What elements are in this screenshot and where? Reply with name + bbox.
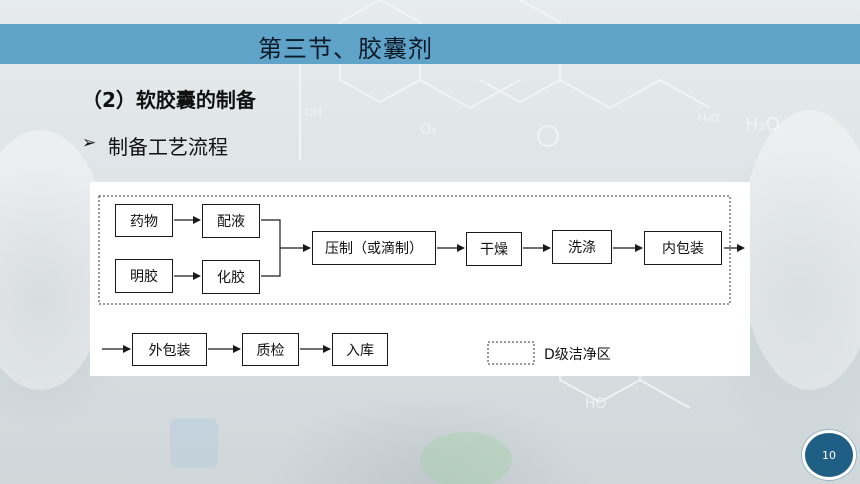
node-melt-gelatin: 化胶 — [202, 260, 260, 294]
node-drug: 药物 — [115, 204, 173, 237]
node-inner-pack: 内包装 — [644, 231, 722, 265]
node-press: 压制（或滴制） — [312, 231, 436, 265]
legend-swatch — [487, 341, 535, 365]
svg-text:H₂O: H₂O — [698, 112, 720, 125]
svg-text:HO: HO — [585, 396, 607, 412]
page-number-badge: 10 — [802, 430, 856, 480]
node-prep-liquid: 配液 — [202, 204, 260, 238]
node-gelatin: 明胶 — [115, 259, 173, 293]
arrow-bullet-icon: ➢ — [82, 133, 97, 153]
section-subheading: （2）软胶囊的制备 — [82, 88, 256, 112]
flow-connectors — [98, 195, 745, 365]
node-dry: 干燥 — [466, 232, 522, 266]
legend-label: D级洁净区 — [544, 347, 611, 363]
node-storage: 入库 — [332, 333, 388, 366]
node-outer-pack: 外包装 — [132, 333, 207, 366]
bullet-text: 制备工艺流程 — [108, 135, 228, 159]
svg-text:H₂O: H₂O — [745, 114, 780, 135]
arrow-merge-to-press — [261, 219, 281, 277]
svg-text:O₃: O₃ — [420, 122, 437, 138]
title-bar: 第三节、胶囊剂 — [0, 24, 860, 64]
process-flow-diagram: 药物 配液 明胶 化胶 压制（或滴制） 干燥 洗涤 内包装 外包装 质检 入库 … — [90, 182, 750, 376]
slide-title: 第三节、胶囊剂 — [258, 35, 433, 63]
svg-text:OH: OH — [305, 106, 322, 119]
node-wash: 洗涤 — [552, 230, 612, 264]
node-inspect: 质检 — [242, 333, 299, 366]
clean-zone-boundary — [98, 195, 731, 305]
